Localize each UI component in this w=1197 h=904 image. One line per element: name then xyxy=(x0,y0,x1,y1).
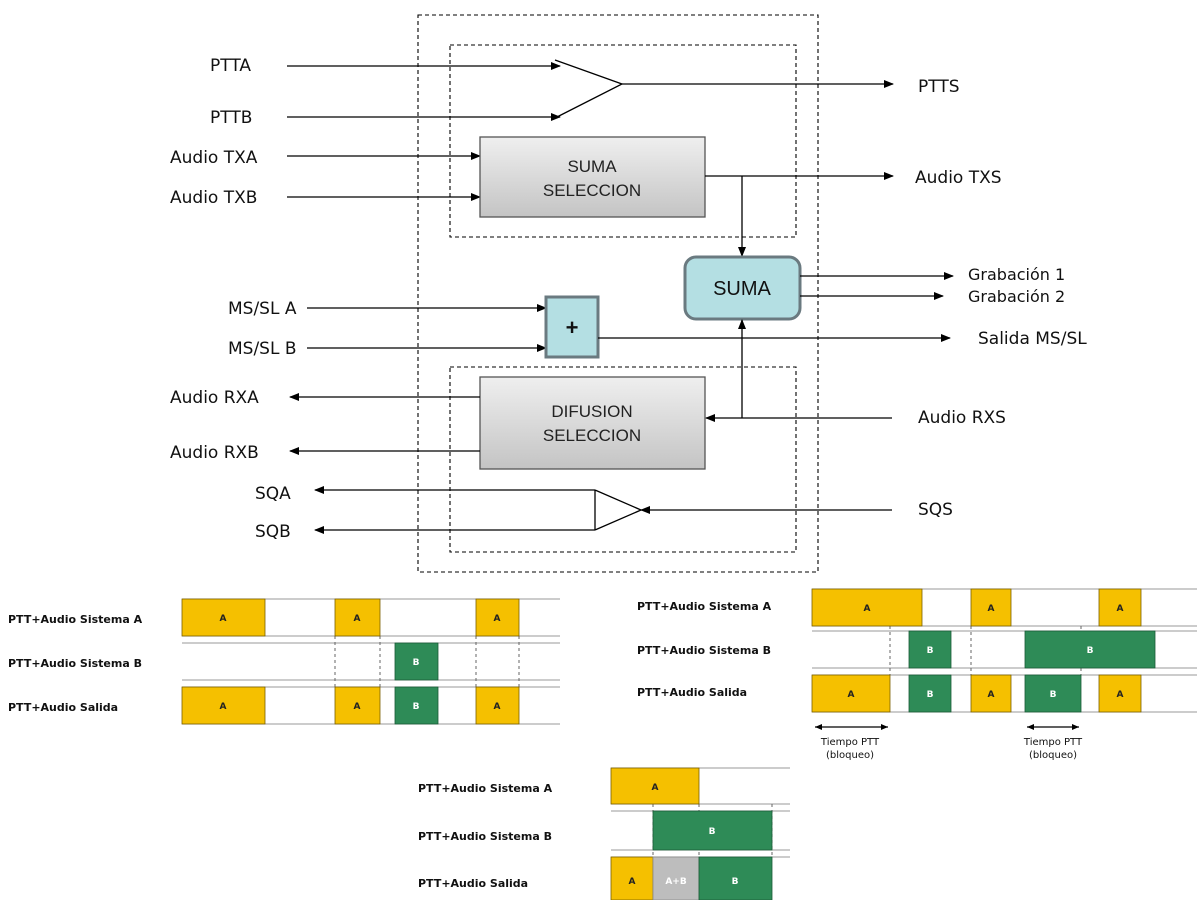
tl1-row-out-label: PTT+Audio Salida xyxy=(8,701,118,714)
tl3-out-seg-2-label: A+B xyxy=(665,877,687,887)
tl2-out-seg-2-label: B xyxy=(927,690,934,700)
tl1-out-seg-4 xyxy=(475,686,520,725)
tl2-out-seg-2 xyxy=(908,674,952,713)
tl1-a-seg-2-label: A xyxy=(354,614,361,624)
tl2-b-seg-1 xyxy=(908,630,952,669)
tl1-out-seg-2 xyxy=(334,686,381,725)
tl1-a-seg-3 xyxy=(475,598,520,637)
tiempo-ptt-1-line2: (bloqueo) xyxy=(826,750,874,761)
tl1-row-b-label: PTT+Audio Sistema B xyxy=(8,657,142,670)
tl2-b-seg-1-label: B xyxy=(927,646,934,656)
suma-seleccion-line1: SUMA xyxy=(567,157,617,176)
tl3-out-seg-1 xyxy=(610,856,654,901)
tl3-out-seg-1-label: A xyxy=(629,877,636,887)
audio-rxa-label: Audio RXA xyxy=(170,388,259,408)
tl1-a-seg-2 xyxy=(334,598,381,637)
tl1-b-seg-1 xyxy=(394,642,439,681)
outer-system-frame xyxy=(417,14,819,573)
tx-section-frame xyxy=(449,44,797,238)
rx-section-frame xyxy=(449,366,797,553)
grabacion2-label: Grabación 2 xyxy=(968,287,1065,306)
ptt-combiner xyxy=(554,59,624,119)
tl3-out-seg-2 xyxy=(652,856,700,901)
tl2-out-seg-4 xyxy=(1024,674,1082,713)
tl1-out-seg-2-label: A xyxy=(354,702,361,712)
difusion-seleccion-line1: DIFUSION xyxy=(551,402,632,421)
tl2-out-seg-3-label: A xyxy=(988,690,995,700)
audio-txb-label: Audio TXB xyxy=(170,188,257,208)
tl2-a-seg-1 xyxy=(811,588,923,627)
ptta-label: PTTA xyxy=(210,56,251,76)
sqb-label: SQB xyxy=(255,522,291,542)
tl1-out-seg-1-label: A xyxy=(220,702,227,712)
tl1-a-seg-1 xyxy=(181,598,266,637)
tl2-b-seg-2-label: B xyxy=(1087,646,1094,656)
tl2-row-b-label: PTT+Audio Sistema B xyxy=(637,644,771,657)
tl2-a-seg-3 xyxy=(1098,588,1142,627)
tl1-out-seg-4-label: A xyxy=(494,702,501,712)
tiempo-ptt-2-line1: Tiempo PTT xyxy=(1023,737,1083,748)
tl3-row-b-label: PTT+Audio Sistema B xyxy=(418,830,552,843)
tl2-out-seg-1 xyxy=(811,674,891,713)
mssl-b-label: MS/SL B xyxy=(228,339,297,359)
tl1-row-a-label: PTT+Audio Sistema A xyxy=(8,613,143,626)
plus-symbol: + xyxy=(566,315,579,340)
tl2-a-seg-3-label: A xyxy=(1117,604,1124,614)
tl3-a-seg-1 xyxy=(610,767,700,805)
tl2-a-seg-2 xyxy=(970,588,1012,627)
tiempo-ptt-2-line2: (bloqueo) xyxy=(1029,750,1077,761)
tl3-row-a-label: PTT+Audio Sistema A xyxy=(418,782,553,795)
tl3-out-seg-3 xyxy=(698,856,773,901)
difusion-seleccion-line2: SELECCION xyxy=(543,426,641,445)
tl1-out-seg-3 xyxy=(394,686,439,725)
sqa-label: SQA xyxy=(255,484,291,504)
timeline-right: PTT+Audio Sistema A PTT+Audio Sistema B … xyxy=(637,588,1197,761)
tl3-b-seg-1 xyxy=(652,810,773,851)
timeline-left: PTT+Audio Sistema A PTT+Audio Sistema B … xyxy=(8,598,560,725)
tl2-a-seg-2-label: A xyxy=(988,604,995,614)
tl1-a-seg-1-label: A xyxy=(220,614,227,624)
mssl-a-label: MS/SL A xyxy=(228,299,297,319)
suma-seleccion-line2: SELECCION xyxy=(543,181,641,200)
salida-mssl-label: Salida MS/SL xyxy=(978,329,1087,349)
tl2-row-a-label: PTT+Audio Sistema A xyxy=(637,600,772,613)
suma-label: SUMA xyxy=(713,278,771,300)
tl2-out-seg-1-label: A xyxy=(848,690,855,700)
tl3-out-seg-3-label: B xyxy=(732,877,739,887)
tl2-row-out-label: PTT+Audio Salida xyxy=(637,686,747,699)
tl2-out-seg-3 xyxy=(970,674,1012,713)
tl1-b-seg-1-label: B xyxy=(413,658,420,668)
sqs-label: SQS xyxy=(918,500,953,520)
tl3-row-out-label: PTT+Audio Salida xyxy=(418,877,528,890)
sq-splitter xyxy=(594,489,642,531)
tl3-a-seg-1-label: A xyxy=(652,783,659,793)
tl1-a-seg-3-label: A xyxy=(494,614,501,624)
audio-txa-label: Audio TXA xyxy=(170,148,258,168)
tl2-out-seg-5-label: A xyxy=(1117,690,1124,700)
tl2-out-seg-5 xyxy=(1098,674,1142,713)
tl3-b-seg-1-label: B xyxy=(709,827,716,837)
difusion-seleccion-block xyxy=(479,376,706,470)
tl1-out-seg-1 xyxy=(181,686,266,725)
plus-block xyxy=(544,295,600,359)
audio-rxs-label: Audio RXS xyxy=(918,408,1006,428)
audio-txs-label: Audio TXS xyxy=(915,168,1002,188)
tl2-b-seg-2 xyxy=(1024,630,1156,669)
timeline-bottom: PTT+Audio Sistema A PTT+Audio Sistema B … xyxy=(418,767,790,901)
tl2-a-seg-1-label: A xyxy=(864,604,871,614)
grabacion1-label: Grabación 1 xyxy=(968,265,1065,284)
ptts-label: PTTS xyxy=(918,77,960,97)
pttb-label: PTTB xyxy=(210,108,252,128)
tl2-out-seg-4-label: B xyxy=(1050,690,1057,700)
tiempo-ptt-1-line1: Tiempo PTT xyxy=(820,737,880,748)
suma-seleccion-block xyxy=(479,136,706,218)
tl1-out-seg-3-label: B xyxy=(413,702,420,712)
audio-rxb-label: Audio RXB xyxy=(170,443,259,463)
